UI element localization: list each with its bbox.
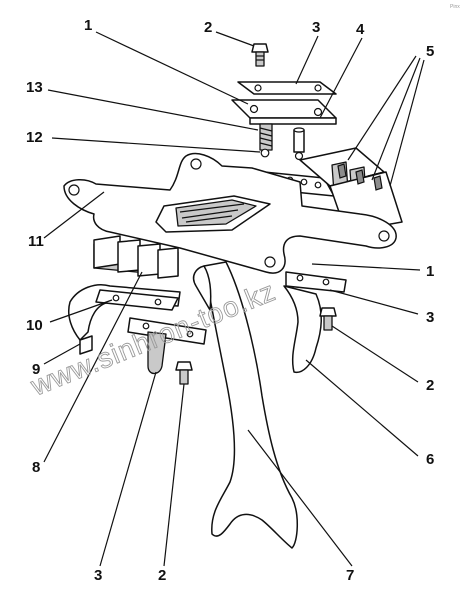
callout-6: 6 xyxy=(426,451,434,468)
callout-1-right: 1 xyxy=(426,263,434,280)
callout-2-top: 2 xyxy=(204,19,212,36)
left-shift-fork xyxy=(68,284,181,355)
corner-mark: Pinx xyxy=(450,4,460,10)
upper-lock-plate xyxy=(237,81,337,95)
callout-3-bottom: 3 xyxy=(94,567,102,584)
callout-11: 11 xyxy=(28,233,44,250)
long-shift-fork xyxy=(192,261,298,549)
callout-1-top: 1 xyxy=(84,17,92,34)
callout-4-top: 4 xyxy=(356,21,365,38)
callout-12: 12 xyxy=(26,129,43,146)
callout-9: 9 xyxy=(32,361,40,378)
callout-3-right: 3 xyxy=(426,309,434,326)
lock-pin xyxy=(293,127,305,161)
callout-5: 5 xyxy=(426,43,434,60)
right-shift-fork xyxy=(283,271,347,374)
detent-ball xyxy=(260,148,270,158)
right-bolt xyxy=(319,307,337,331)
fork-bracket-blocks xyxy=(93,235,179,279)
callout-7: 7 xyxy=(346,567,354,584)
leader-lines xyxy=(43,31,425,567)
callout-2-right: 2 xyxy=(426,377,434,394)
callout-13: 13 xyxy=(26,79,43,96)
shift-cover-plate xyxy=(63,152,397,274)
detent-spring xyxy=(259,123,273,151)
lower-lock-plate xyxy=(231,99,337,125)
callout-3-top: 3 xyxy=(312,19,320,36)
callout-10: 10 xyxy=(26,317,43,334)
lower-bolt xyxy=(175,361,193,385)
callout-labels: 1 2 3 4 5 13 12 11 1 10 9 3 2 6 8 3 2 7 xyxy=(26,17,434,584)
top-bolt xyxy=(251,43,269,67)
callout-2-bottom: 2 xyxy=(158,567,166,584)
callout-8: 8 xyxy=(32,459,40,476)
